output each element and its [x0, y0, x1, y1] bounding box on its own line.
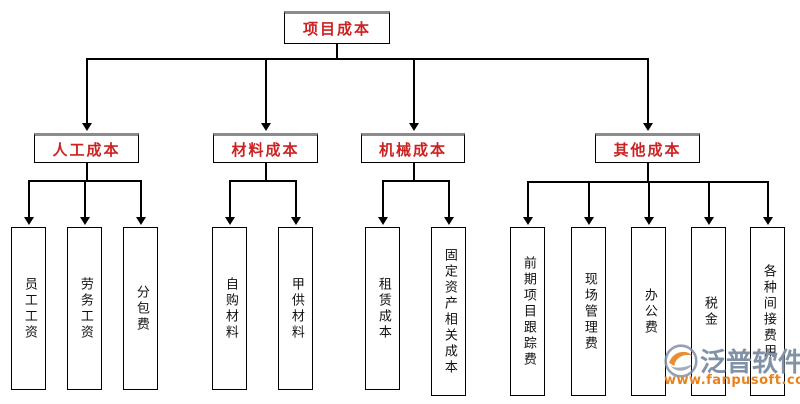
connector-material-stem: [265, 163, 267, 181]
node-lease-cost[interactable]: 租赁成本: [365, 227, 400, 390]
connector-drop-lease-cost: [382, 180, 384, 219]
arrowhead-owner-supplied: [291, 217, 301, 225]
arrowhead-employee-wage: [24, 217, 34, 225]
connector-drop-other: [647, 58, 649, 125]
connector-drop-indirect-fee: [767, 181, 769, 219]
connector-drop-machinery: [413, 58, 415, 125]
node-label: 其他成本: [613, 140, 682, 159]
arrowhead-material: [261, 123, 271, 131]
arrowhead-self-purchase: [225, 217, 235, 225]
arrowhead-machinery: [409, 123, 419, 131]
node-label: 固定资产相关成本: [441, 247, 457, 376]
node-machinery-cost[interactable]: 机械成本: [361, 133, 465, 163]
connector-drop-subcontract-fee: [140, 180, 142, 219]
node-subcontract-fee[interactable]: 分包费: [123, 227, 158, 390]
node-label: 人工成本: [52, 140, 121, 159]
node-other-cost[interactable]: 其他成本: [595, 133, 700, 163]
arrowhead-indirect-fee: [763, 217, 773, 225]
connector-drop-labor: [86, 58, 88, 125]
connector-other-stem: [647, 163, 649, 181]
connector-labor-stem: [86, 163, 88, 181]
node-labor-cost[interactable]: 人工成本: [34, 133, 139, 163]
node-label: 税金: [701, 295, 717, 328]
connector-drop-material: [265, 58, 267, 125]
connector-drop-service-wage: [84, 180, 86, 219]
arrowhead-office-fee: [644, 217, 654, 225]
connector-drop-tax: [708, 181, 710, 219]
node-label: 前期项目跟踪费: [520, 255, 536, 368]
node-label: 分包费: [133, 284, 149, 333]
connector-drop-self-purchase: [229, 180, 231, 219]
node-label: 办公费: [641, 287, 657, 336]
arrowhead-service-wage: [80, 217, 90, 225]
node-material-cost[interactable]: 材料成本: [213, 133, 318, 163]
arrowhead-site-management: [584, 217, 594, 225]
connector-machinery-bus: [382, 180, 450, 182]
arrowhead-labor: [82, 123, 92, 131]
node-label: 机械成本: [378, 140, 447, 159]
arrowhead-subcontract-fee: [136, 217, 146, 225]
node-label: 各种间接费用: [760, 263, 776, 360]
node-service-wage[interactable]: 劳务工资: [67, 227, 102, 390]
arrowhead-other: [643, 123, 653, 131]
connector-root-stem: [336, 44, 338, 59]
connector-drop-owner-supplied: [295, 180, 297, 219]
node-label: 员工工资: [21, 276, 37, 341]
node-label: 材料成本: [231, 140, 300, 159]
node-label: 租赁成本: [375, 276, 391, 341]
node-early-project-tracking-fee[interactable]: 前期项目跟踪费: [510, 227, 545, 396]
arrowhead-lease-cost: [378, 217, 388, 225]
node-label: 劳务工资: [77, 276, 93, 341]
node-label: 甲供材料: [288, 276, 304, 341]
node-site-management-fee[interactable]: 现场管理费: [571, 227, 606, 396]
node-self-purchased-material[interactable]: 自购材料: [212, 227, 247, 390]
connector-drop-tracking-fee: [527, 181, 529, 219]
node-employee-wage[interactable]: 员工工资: [11, 227, 46, 390]
connector-drop-employee-wage: [28, 180, 30, 219]
arrowhead-tracking-fee: [523, 217, 533, 225]
connector-material-bus: [229, 180, 295, 182]
connector-drop-fixed-asset-cost: [448, 180, 450, 219]
node-office-fee[interactable]: 办公费: [631, 227, 666, 396]
node-label: 现场管理费: [581, 271, 597, 352]
node-fixed-asset-cost[interactable]: 固定资产相关成本: [431, 227, 466, 396]
connector-level1-bus: [86, 58, 648, 60]
arrowhead-tax: [704, 217, 714, 225]
arrowhead-fixed-asset-cost: [444, 217, 454, 225]
node-project-cost[interactable]: 项目成本: [284, 11, 390, 44]
node-various-indirect-fee[interactable]: 各种间接费用: [750, 227, 785, 396]
connector-drop-site-management: [588, 181, 590, 219]
node-owner-supplied-material[interactable]: 甲供材料: [278, 227, 313, 390]
node-label: 自购材料: [222, 276, 238, 341]
connector-machinery-stem: [413, 163, 415, 181]
connector-drop-office-fee: [648, 181, 650, 219]
node-tax[interactable]: 税金: [691, 227, 726, 396]
connector-other-bus: [527, 181, 767, 183]
node-label: 项目成本: [302, 20, 371, 38]
